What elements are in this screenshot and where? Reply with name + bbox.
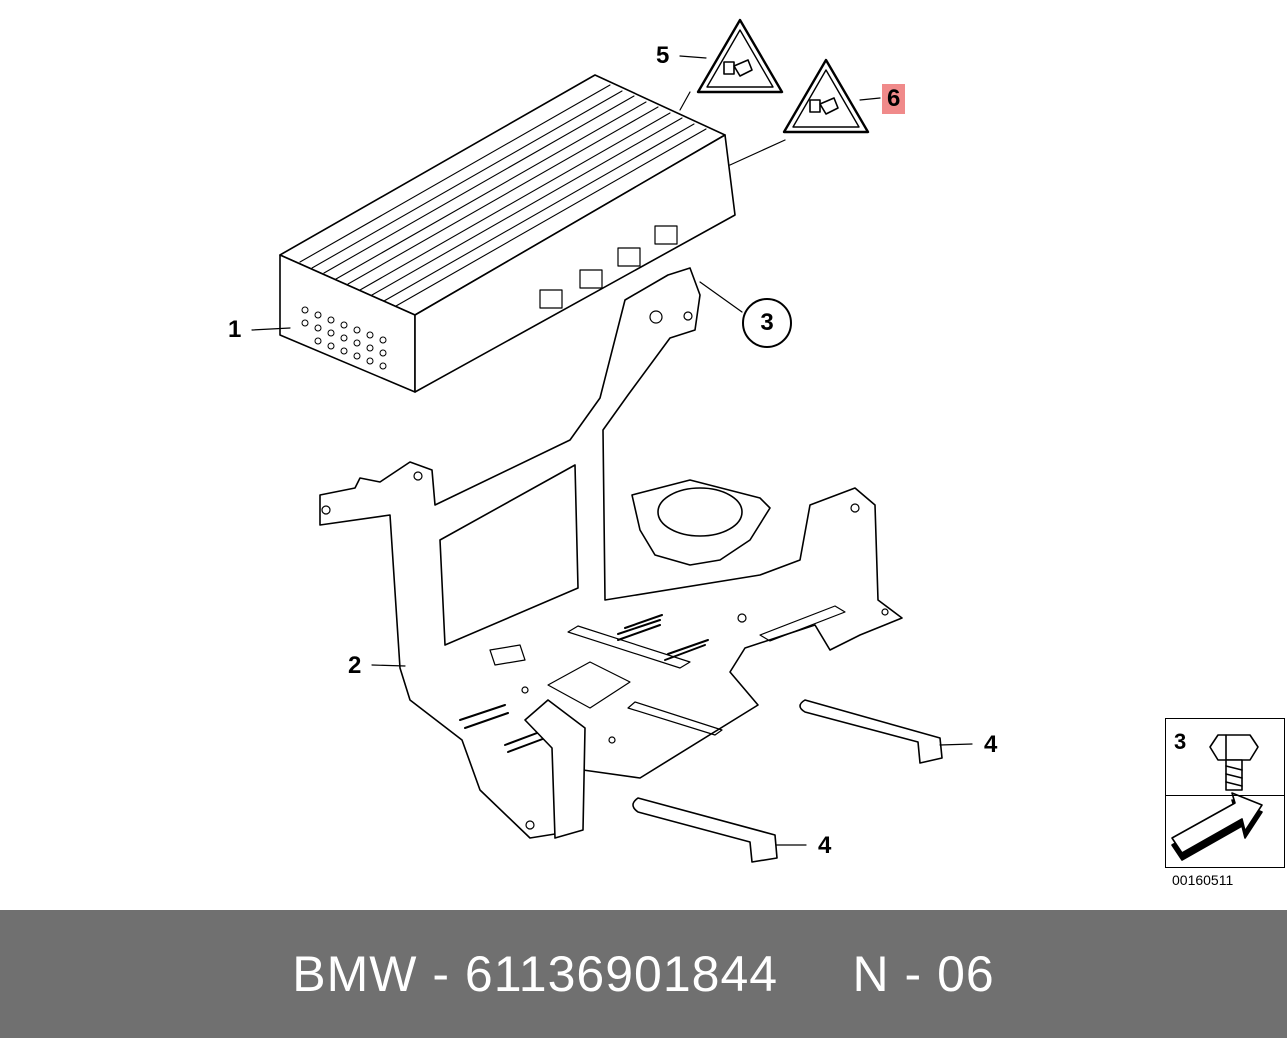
- warning-label-6: [782, 58, 870, 134]
- callout-4-lower: 4: [818, 832, 832, 859]
- legend-item-number: 3: [1174, 729, 1187, 754]
- callout-6-highlighted: 6: [882, 84, 906, 114]
- strip-upper: [799, 699, 943, 764]
- bolt-icon: [1209, 734, 1259, 791]
- part-number-caption: BMW - 61136901844 N - 06: [292, 946, 995, 1002]
- diagram-drawing: [251, 18, 1263, 863]
- parts-diagram: 1 2 3 4 4 5 6 3 00160511: [228, 18, 1285, 888]
- legend-divider: [1166, 795, 1284, 796]
- callout-3: 3: [742, 298, 792, 348]
- callout-2: 2: [348, 652, 362, 679]
- strip-lower: [632, 797, 778, 863]
- mounting-bracket: [319, 267, 903, 839]
- callout-4-upper: 4: [984, 731, 998, 758]
- footer-bar: BMW - 61136901844 N - 06: [0, 910, 1287, 1038]
- callout-1: 1: [228, 316, 242, 343]
- amplifier-unit: [279, 74, 736, 393]
- legend-box: 3: [1165, 718, 1285, 868]
- arrow-icon: [1171, 792, 1263, 861]
- callout-5: 5: [656, 42, 670, 69]
- diagram-id: 00160511: [1172, 872, 1234, 888]
- warning-label-5: [696, 18, 784, 94]
- leader-lines: [251, 55, 973, 846]
